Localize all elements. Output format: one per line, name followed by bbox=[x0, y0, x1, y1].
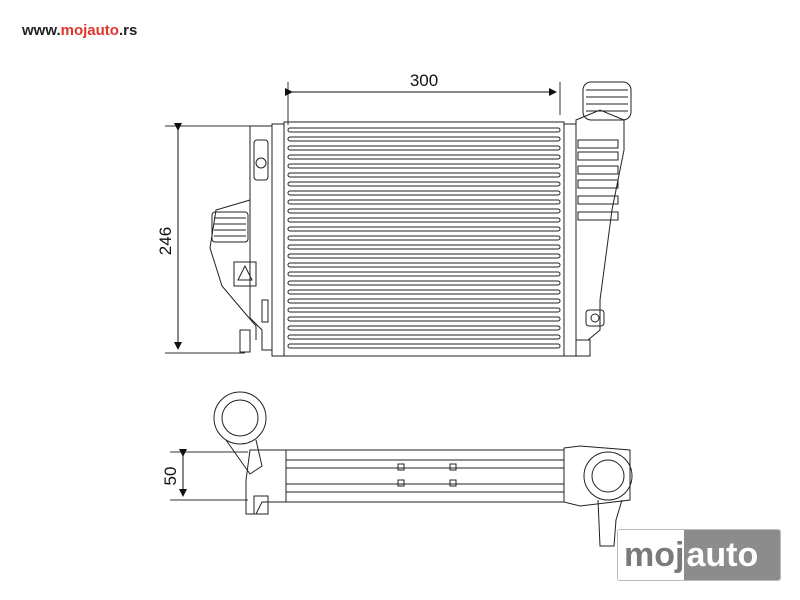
core-fin bbox=[287, 127, 561, 133]
warning-plate bbox=[233, 261, 257, 287]
core-fin bbox=[287, 262, 561, 268]
core-fin bbox=[287, 289, 561, 295]
logo-right-text: auto bbox=[684, 530, 780, 580]
right-bolt bbox=[590, 313, 600, 323]
core-fins bbox=[287, 127, 561, 349]
left-plan-foot bbox=[253, 495, 269, 515]
core-fin bbox=[287, 208, 561, 214]
core-fin bbox=[287, 253, 561, 259]
core-fin bbox=[287, 217, 561, 223]
height-dimension: 246 bbox=[156, 123, 250, 354]
plan-marker bbox=[449, 463, 457, 471]
left-inlet-cap bbox=[211, 211, 249, 243]
right-plan-bracket bbox=[597, 499, 623, 547]
left-round-port bbox=[213, 391, 267, 445]
width-label: 300 bbox=[410, 71, 438, 90]
right-end-plate bbox=[575, 109, 625, 341]
right-tank bbox=[563, 123, 577, 357]
right-round-port bbox=[583, 451, 633, 501]
core-fin bbox=[287, 298, 561, 304]
core-fin bbox=[287, 235, 561, 241]
core-fin bbox=[287, 244, 561, 250]
left-plan-tank bbox=[245, 449, 287, 515]
core-fin bbox=[287, 334, 561, 340]
url-suffix: .rs bbox=[118, 22, 138, 39]
warning-triangle-icon bbox=[237, 264, 253, 281]
right-foot bbox=[575, 339, 591, 357]
depth-dimension: 50 bbox=[161, 449, 248, 501]
left-port-neck bbox=[225, 439, 263, 475]
left-round-port-inner bbox=[221, 399, 259, 437]
core-fin bbox=[287, 181, 561, 187]
left-inlet-ribs bbox=[214, 217, 246, 237]
site-url[interactable]: www.mojauto.rs bbox=[22, 22, 137, 39]
url-prefix: www. bbox=[22, 22, 61, 39]
core-fin bbox=[287, 343, 561, 349]
height-label: 246 bbox=[156, 227, 175, 255]
plan-marker bbox=[397, 463, 405, 471]
right-clips bbox=[577, 139, 619, 221]
url-brand: mojauto bbox=[60, 22, 119, 39]
core-fin bbox=[287, 325, 561, 331]
plan-marker bbox=[397, 479, 405, 487]
core-fin bbox=[287, 226, 561, 232]
core-fin bbox=[287, 271, 561, 277]
left-inlet-duct bbox=[209, 199, 257, 340]
watermark-logo: moj auto bbox=[617, 529, 781, 581]
core-fin bbox=[287, 163, 561, 169]
right-outlet-ribs bbox=[586, 89, 628, 112]
left-end-plate bbox=[249, 125, 273, 351]
right-round-port-inner bbox=[591, 459, 625, 493]
right-mount bbox=[585, 309, 605, 327]
left-slot bbox=[261, 299, 269, 323]
core-fin bbox=[287, 136, 561, 142]
plan-marker bbox=[449, 479, 457, 487]
core-fin bbox=[287, 307, 561, 313]
core-fin bbox=[287, 199, 561, 205]
core-fin bbox=[287, 145, 561, 151]
core-fin bbox=[287, 316, 561, 322]
left-bolt bbox=[255, 157, 267, 169]
right-plan-tank bbox=[563, 445, 631, 507]
front-view bbox=[209, 81, 632, 357]
width-dimension: 300 bbox=[285, 71, 561, 125]
left-bracket bbox=[253, 139, 269, 181]
left-tank bbox=[271, 123, 285, 357]
logo-left-text: moj bbox=[618, 530, 685, 580]
left-foot bbox=[239, 329, 251, 353]
plan-core bbox=[285, 449, 565, 503]
core-fin bbox=[287, 154, 561, 160]
depth-label: 50 bbox=[161, 467, 180, 486]
core-fin bbox=[287, 280, 561, 286]
core-fin bbox=[287, 190, 561, 196]
core-fin bbox=[287, 172, 561, 178]
right-outlet-cap bbox=[582, 81, 632, 121]
top-view bbox=[213, 391, 633, 547]
